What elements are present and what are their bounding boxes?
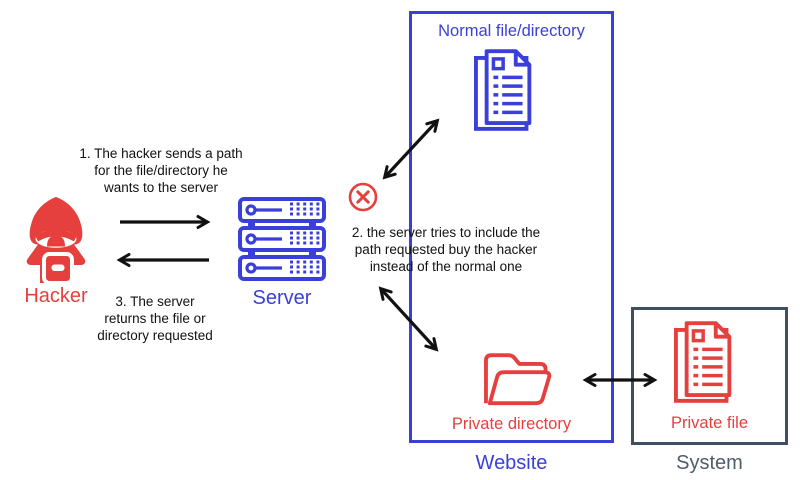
step2-line3: instead of the normal one — [369, 259, 523, 274]
step3-annotation: 3. The server returns the file or direct… — [54, 293, 256, 344]
step1-line1: 1. The hacker sends a path — [79, 146, 243, 161]
server-rack-icon — [238, 197, 326, 281]
step3-line3: directory requested — [97, 328, 213, 343]
private-file-document-icon — [674, 321, 732, 403]
server-label: Server — [252, 287, 312, 309]
hacker-label: Hacker — [24, 285, 88, 307]
step2-line1: 2. the server tries to include the — [351, 225, 541, 240]
private-file-label: Private file — [670, 414, 749, 432]
step3-line1: 3. The server — [115, 294, 195, 309]
step2-line2: path requested buy the hacker — [354, 242, 538, 257]
private-directory-folder-icon — [484, 353, 552, 406]
normal-file-document-icon — [474, 49, 532, 131]
step3-line2: returns the file or — [104, 311, 206, 326]
step1-line2: for the file/directory he — [94, 163, 228, 178]
private-directory-label: Private directory — [451, 415, 572, 433]
website-box — [409, 11, 614, 443]
hacker-icon — [26, 197, 86, 283]
system-label: System — [676, 452, 743, 474]
website-label: Website — [475, 452, 548, 474]
step1-annotation: 1. The hacker sends a path for the file/… — [60, 145, 262, 196]
step1-line3: wants to the server — [103, 180, 219, 195]
normal-file-label: Normal file/directory — [438, 22, 585, 40]
x-circle-icon — [348, 182, 378, 212]
step2-annotation: 2. the server tries to include the path … — [339, 224, 553, 275]
